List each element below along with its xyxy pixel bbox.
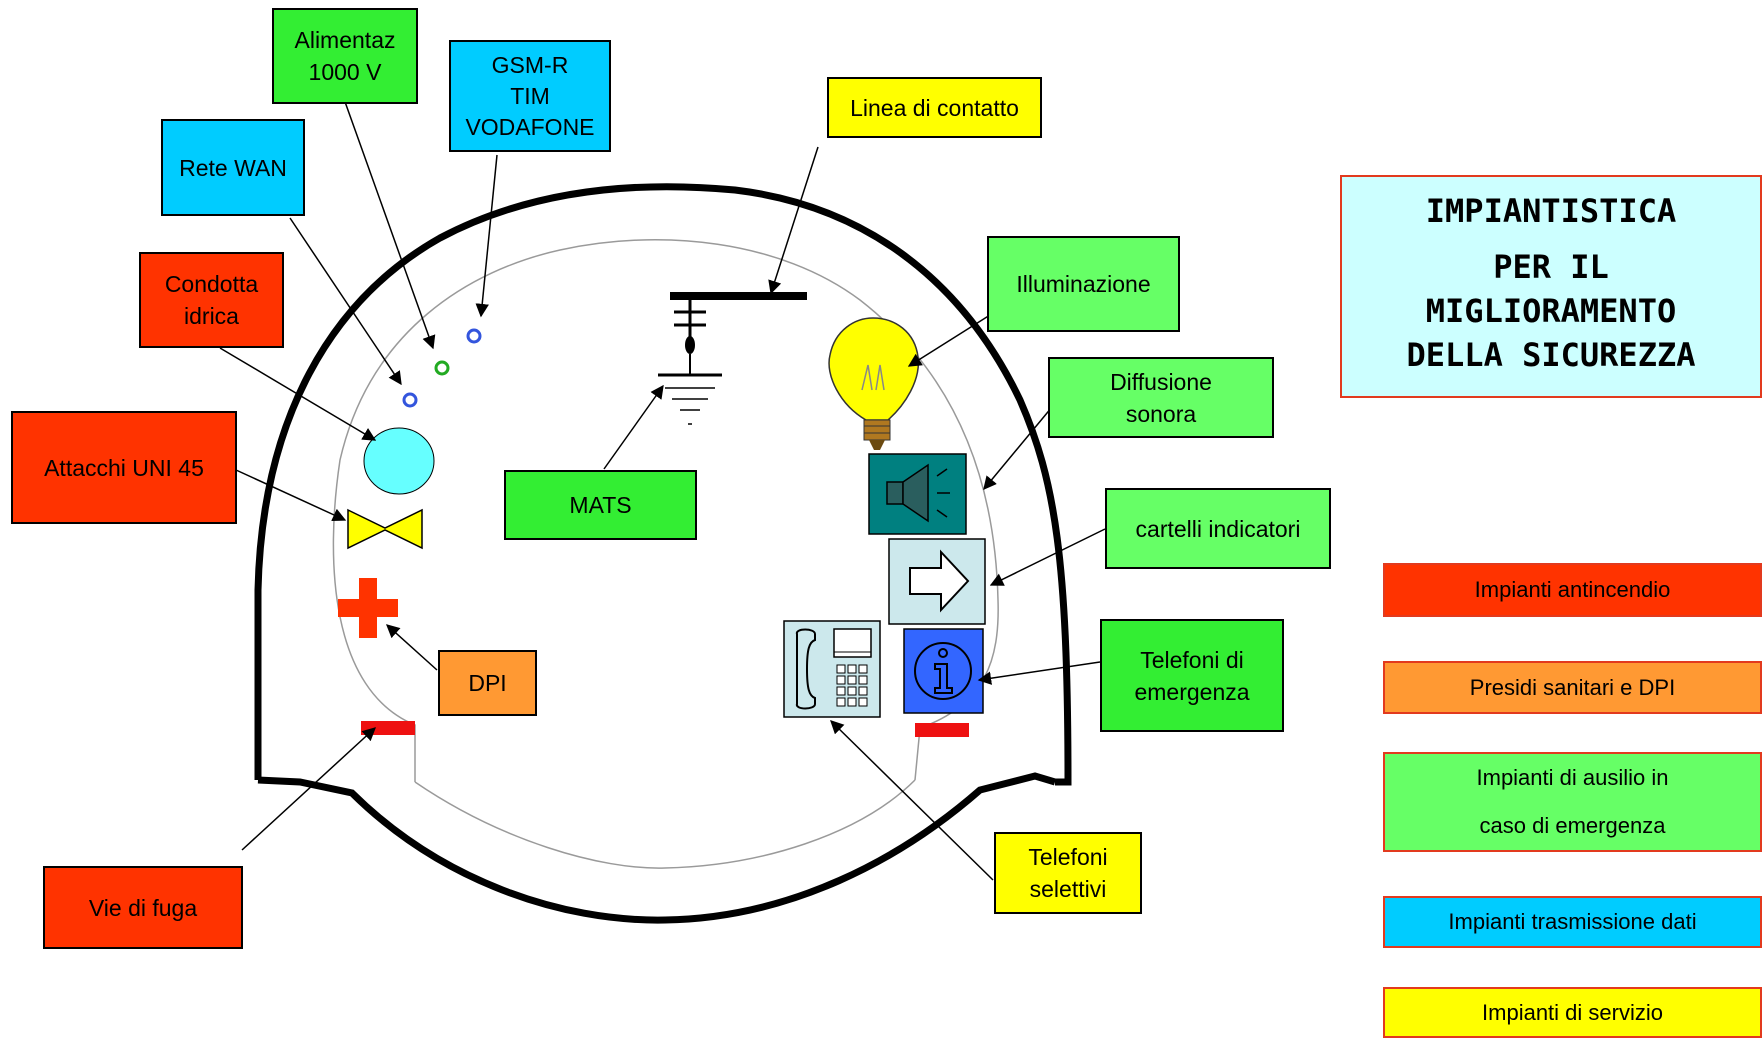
legend-emergenza: Impianti di ausilio in caso di emergenza [1383, 752, 1762, 852]
legend-emergenza-line2: caso di emergenza [1479, 813, 1666, 838]
keypad-key [847, 664, 857, 674]
legend-servizio-text: Impianti di servizio [1482, 999, 1663, 1025]
label-tel-emergenza-line2: emergenza [1134, 678, 1250, 705]
valve-icon [347, 508, 423, 550]
label-diffusione-line2: sonora [1125, 400, 1197, 427]
keypad-key [847, 675, 857, 685]
label-alimentaz: Alimentaz 1000 V [272, 8, 418, 104]
keypad-key [858, 664, 868, 674]
keypad-key [836, 697, 846, 707]
label-gsm-line3: VODAFONE [465, 113, 595, 140]
legend-servizio: Impianti di servizio [1383, 987, 1762, 1038]
legend-antincendio: Impianti antincendio [1383, 563, 1762, 617]
water-pipe-icon [363, 427, 435, 495]
arrow-sign-icon [888, 538, 986, 625]
label-telefoni-selettivi: Telefoni selettivi [994, 832, 1142, 914]
label-alimentaz-line1: Alimentaz [294, 27, 396, 53]
legend-trasmissione-text: Impianti trasmissione dati [1448, 909, 1697, 934]
label-diffusione-sonora: Diffusione sonora [1048, 357, 1274, 438]
label-dpi-text: DPI [468, 670, 507, 696]
keypad-key [847, 686, 857, 696]
light-bulb-icon [828, 317, 920, 450]
gsm-cable-icon [466, 328, 482, 344]
keypad-key [847, 697, 857, 707]
info-icon [903, 628, 984, 714]
keypad-key [858, 686, 868, 696]
keypad-key [858, 675, 868, 685]
tunnel-inner-floor [414, 779, 916, 869]
label-tel-emergenza-line1: Telefoni di [1140, 646, 1244, 673]
catenary-icon [670, 292, 807, 354]
tunnel-outer-wall [254, 183, 1072, 786]
leader-lines [219, 84, 1106, 881]
label-illuminazione-text: Illuminazione [1016, 271, 1151, 297]
label-mats: MATS [504, 470, 697, 540]
title-line4: DELLA SICUREZZA [1406, 336, 1696, 374]
label-gsm-line1: GSM-R [491, 51, 569, 78]
label-cartelli-indicatori: cartelli indicatori [1105, 488, 1331, 569]
power-cable-icon [434, 360, 450, 376]
label-tel-selettivi-line2: selettivi [1029, 876, 1107, 902]
label-linea-contatto: Linea di contatto [827, 77, 1042, 138]
ground-icon [658, 354, 722, 425]
keypad-key [836, 664, 846, 674]
title-line3: MIGLIORAMENTO [1425, 292, 1677, 330]
label-gsm: GSM-R TIM VODAFONE [449, 40, 611, 152]
label-alimentaz-line2: 1000 V [308, 59, 382, 85]
label-diffusione-line1: Diffusione [1110, 368, 1212, 395]
legend-presidi: Presidi sanitari e DPI [1383, 661, 1762, 714]
keypad-key [836, 686, 846, 696]
keypad-key [836, 675, 846, 685]
label-vie-di-fuga: Vie di fuga [43, 866, 243, 949]
label-gsm-line2: TIM [510, 82, 550, 109]
tunnel-invert [257, 772, 1057, 924]
title-line1: IMPIANTISTICA [1425, 192, 1677, 230]
legend-emergenza-line1: Impianti di ausilio in [1476, 765, 1669, 790]
legend-presidi-text: Presidi sanitari e DPI [1469, 674, 1676, 700]
label-dpi: DPI [438, 650, 537, 716]
label-rete-wan-text: Rete WAN [179, 154, 287, 181]
label-telefoni-emergenza: Telefoni di emergenza [1100, 619, 1284, 732]
wan-cable-icon [402, 392, 418, 408]
label-attacchi-text: Attacchi UNI 45 [44, 454, 204, 481]
escape-route-marker-right [915, 723, 969, 737]
title-line2: PER IL [1493, 248, 1609, 286]
label-rete-wan: Rete WAN [161, 119, 305, 216]
telephone-keypad [836, 664, 868, 707]
keypad-key [858, 697, 868, 707]
label-condotta-line1: Condotta [164, 271, 259, 297]
label-attacchi-uni: Attacchi UNI 45 [11, 411, 237, 524]
diagram-title: IMPIANTISTICA PER IL MIGLIORAMENTO DELLA… [1340, 175, 1762, 398]
label-tel-selettivi-line1: Telefoni [1028, 844, 1108, 870]
legend-trasmissione: Impianti trasmissione dati [1383, 896, 1762, 948]
label-condotta-idrica: Condotta idrica [139, 252, 284, 348]
label-linea-text: Linea di contatto [850, 94, 1019, 121]
speaker-icon [868, 453, 967, 535]
label-illuminazione: Illuminazione [987, 236, 1180, 332]
first-aid-cross-icon [338, 578, 398, 638]
label-cartelli-text: cartelli indicatori [1135, 515, 1301, 542]
label-mats-text: MATS [569, 492, 632, 518]
legend-antincendio-text: Impianti antincendio [1474, 577, 1671, 602]
label-vie-fuga-text: Vie di fuga [88, 894, 198, 921]
label-condotta-line2: idrica [184, 303, 239, 329]
